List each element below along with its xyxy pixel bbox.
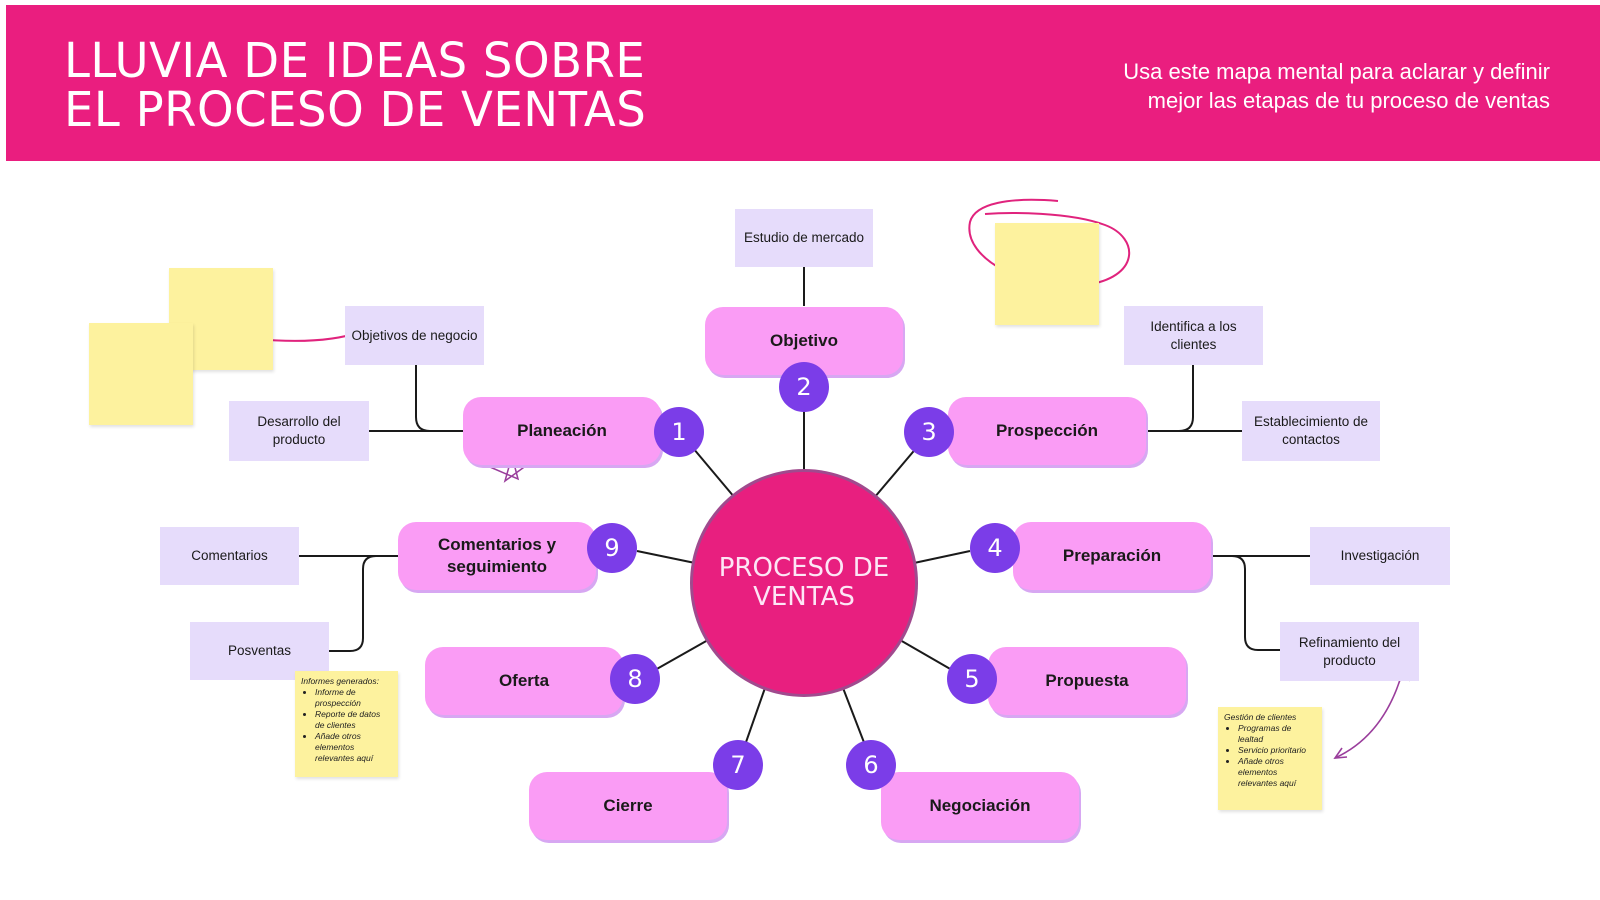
informes-list: Informe de prospección Reporte de datos … [301, 687, 392, 764]
stage-number-badge: 7 [713, 740, 763, 790]
stage-cierre[interactable]: Cierre [529, 772, 727, 840]
sticky-note-blank[interactable] [89, 323, 193, 425]
stage-preparacion[interactable]: Preparación [1013, 522, 1211, 590]
stage-planeacion[interactable]: Planeación [463, 397, 661, 465]
stage-prospeccion[interactable]: Prospección [948, 397, 1146, 465]
page-title: LLUVIA DE IDEAS SOBRE EL PROCESO DE VENT… [64, 33, 647, 138]
branch-objetivos [415, 365, 463, 432]
stage-number-badge: 2 [779, 362, 829, 412]
branch-posventas [329, 555, 398, 652]
leaf-investigacion[interactable]: Investigación [1310, 527, 1450, 585]
stage-oferta[interactable]: Oferta [425, 647, 623, 715]
branch-refinamiento [1211, 555, 1280, 651]
spoke-propuesta [899, 639, 953, 671]
stage-propuesta[interactable]: Propuesta [988, 647, 1186, 715]
curved-arrow-head-bottom [1333, 747, 1348, 759]
stage-negociacion[interactable]: Negociación [881, 772, 1079, 840]
sticky-note-blank[interactable] [995, 223, 1099, 325]
spoke-negociacion [842, 687, 866, 746]
leaf-estudio-de-mercado[interactable]: Estudio de mercado [735, 209, 873, 267]
gestion-list: Programas de lealtad Servicio prioritari… [1224, 723, 1316, 789]
leaf-objetivos-de-negocio[interactable]: Objetivos de negocio [345, 306, 484, 365]
leaf-posventas[interactable]: Posventas [190, 622, 329, 680]
stage-number-badge: 8 [610, 654, 660, 704]
stage-number-badge: 1 [654, 407, 704, 457]
header-banner: LLUVIA DE IDEAS SOBRE EL PROCESO DE VENT… [6, 5, 1600, 161]
spoke-cierre [744, 687, 766, 746]
stage-number-badge: 3 [904, 407, 954, 457]
spoke-planeacion [692, 447, 736, 499]
page-subtitle: Usa este mapa mental para aclarar y defi… [1123, 59, 1550, 113]
curved-arrow-annotation [1334, 669, 1404, 759]
branch-identifica [1146, 365, 1194, 432]
stage-number-badge: 9 [587, 523, 637, 573]
stage-number-badge: 4 [970, 523, 1020, 573]
spoke-preparacion [913, 550, 971, 564]
spoke-prospeccion [873, 445, 919, 499]
spoke-oferta [654, 639, 709, 671]
stage-number-badge: 6 [846, 740, 896, 790]
sticky-note-informes[interactable]: Informes generados: Informe de prospecci… [295, 671, 398, 777]
leaf-comentarios[interactable]: Comentarios [160, 527, 299, 585]
sticky-note-gestion[interactable]: Gestión de clientes Programas de lealtad… [1218, 707, 1322, 810]
center-node[interactable]: PROCESO DE VENTAS [693, 472, 915, 694]
spoke-comentarios [636, 550, 696, 564]
stage-number-badge: 5 [947, 654, 997, 704]
